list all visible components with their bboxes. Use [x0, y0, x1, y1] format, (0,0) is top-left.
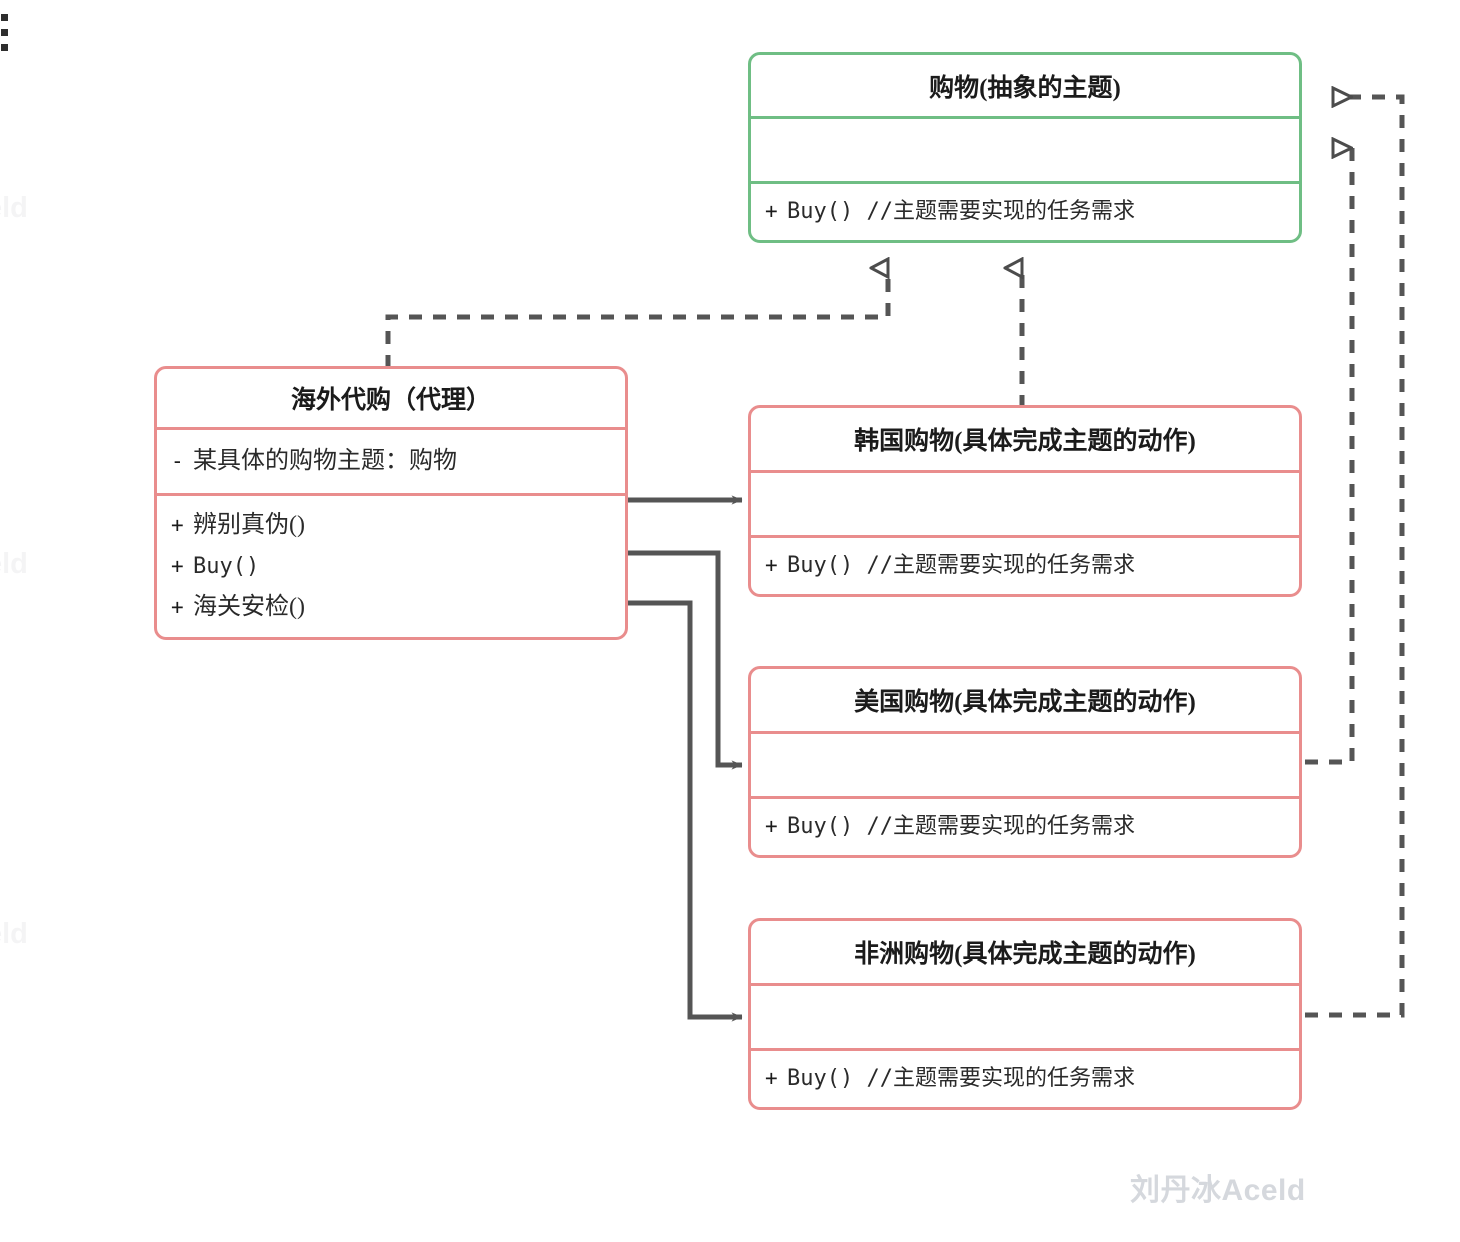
operation-row: + 海关安检()	[171, 587, 625, 628]
class-box-africa[interactable]: 非洲购物(具体完成主题的动作) + Buy() //主题需要实现的任务需求	[748, 918, 1302, 1110]
visibility-marker: +	[765, 553, 778, 578]
relation-proxy-to-subject	[385, 268, 891, 368]
operation-label: Buy()	[193, 553, 260, 579]
operation-row: + Buy() //主题需要实现的任务需求	[765, 1058, 1299, 1099]
operation-row: + Buy() //主题需要实现的任务需求	[765, 191, 1299, 232]
class-attributes-africa	[751, 983, 1299, 1048]
relation-proxy-to-africa	[628, 600, 743, 1022]
relation-usa-to-subject	[1305, 148, 1355, 765]
operation-label: Buy() //主题需要实现的任务需求	[787, 814, 1135, 840]
class-title-proxy: 海外代购（代理）	[290, 387, 491, 414]
relation-proxy-to-usa	[628, 550, 743, 770]
class-operations-usa: + Buy() //主题需要实现的任务需求	[751, 796, 1299, 855]
class-box-usa[interactable]: 美国购物(具体完成主题的动作) + Buy() //主题需要实现的任务需求	[748, 666, 1302, 858]
operation-label: Buy() //主题需要实现的任务需求	[787, 199, 1135, 225]
class-box-proxy[interactable]: 海外代购（代理） -某具体的购物主题：购物 + 辨别真伪() + Buy() + 海关…	[154, 366, 628, 640]
class-title-usa: 美国购物(具体完成主题的动作)	[854, 689, 1196, 716]
class-box-subject[interactable]: 购物(抽象的主题) + Buy() //主题需要实现的任务需求	[748, 52, 1302, 243]
class-title-subject: 购物(抽象的主题)	[929, 74, 1121, 102]
attribute-row: -某具体的购物主题：购物	[171, 441, 625, 482]
visibility-marker: +	[765, 199, 778, 224]
corner-dot	[1, 44, 8, 51]
visibility-marker: +	[171, 595, 184, 620]
edge-watermark: eld	[0, 548, 28, 580]
edge-watermark: eld	[0, 918, 28, 950]
edge-watermark: eld	[0, 192, 28, 224]
operation-label: Buy() //主题需要实现的任务需求	[787, 553, 1135, 579]
class-operations-korea: + Buy() //主题需要实现的任务需求	[751, 535, 1299, 594]
class-title-africa: 非洲购物(具体完成主题的动作)	[854, 941, 1196, 968]
visibility-marker: +	[765, 814, 778, 839]
visibility-marker: +	[171, 553, 184, 578]
visibility-marker: -	[171, 448, 184, 473]
author-watermark: 刘丹冰Aceld	[1130, 1174, 1306, 1207]
operation-label: 海关安检()	[193, 594, 305, 621]
operation-row: + Buy() //主题需要实现的任务需求	[765, 545, 1299, 586]
class-attributes-proxy: -某具体的购物主题：购物	[157, 427, 625, 493]
corner-dot	[1, 29, 8, 36]
operation-row: + Buy() //主题需要实现的任务需求	[765, 806, 1299, 847]
operation-label: Buy() //主题需要实现的任务需求	[787, 1066, 1135, 1092]
class-operations-subject: + Buy() //主题需要实现的任务需求	[751, 181, 1299, 240]
class-operations-africa: + Buy() //主题需要实现的任务需求	[751, 1048, 1299, 1107]
visibility-marker: +	[765, 1066, 778, 1091]
class-attributes-korea	[751, 470, 1299, 535]
relation-africa-to-subject	[1305, 97, 1405, 1018]
operation-row: + Buy()	[171, 546, 625, 587]
visibility-marker: +	[171, 512, 184, 537]
operation-row: + 辨别真伪()	[171, 505, 625, 546]
class-box-korea[interactable]: 韩国购物(具体完成主题的动作) + Buy() //主题需要实现的任务需求	[748, 405, 1302, 597]
class-title-korea: 韩国购物(具体完成主题的动作)	[854, 428, 1196, 455]
corner-dots-artifact	[0, 14, 12, 59]
corner-dot	[1, 14, 8, 21]
class-attributes-subject	[751, 116, 1299, 181]
class-attributes-usa	[751, 731, 1299, 796]
operation-label: 辨别真伪()	[193, 511, 305, 538]
class-operations-proxy: + 辨别真伪() + Buy() + 海关安检()	[157, 493, 625, 637]
attribute-label: 某具体的购物主题：购物	[193, 447, 457, 474]
